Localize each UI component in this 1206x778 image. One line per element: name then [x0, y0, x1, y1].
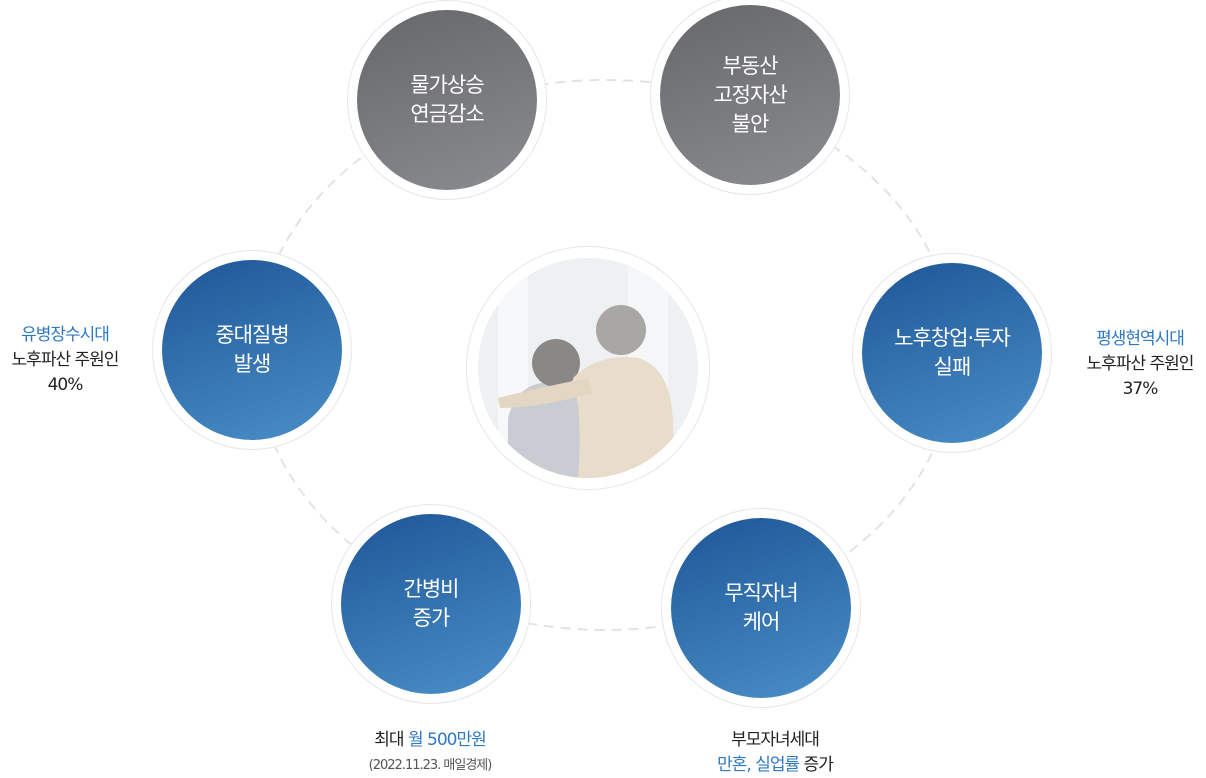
node-label: 간병비 — [403, 577, 460, 601]
node-label: 노후창업·투자 — [894, 326, 1011, 350]
node-label: 물가상승 — [410, 73, 484, 97]
note-source: (2022.11.23. 매일경제) — [368, 758, 493, 773]
elderly-couple-photo — [466, 246, 710, 490]
node-label: 무직자녀 — [724, 581, 798, 605]
node-label: 고정자산 — [713, 82, 787, 107]
node-label: 실패 — [933, 355, 972, 379]
note-text: 부모자녀세대 — [731, 730, 820, 750]
node-label: 부동산 — [722, 53, 779, 78]
node-label: 케어 — [742, 610, 781, 634]
node-label: 증가 — [412, 606, 451, 630]
node-label: 발생 — [233, 352, 272, 376]
note-highlight: 유병장수시대 — [21, 325, 110, 345]
note-highlight: 만혼, 실업률 — [717, 755, 800, 775]
node-label: 불안 — [731, 111, 770, 136]
note-bottom-right: 부모자녀세대 만혼, 실업률 증가 — [680, 728, 870, 778]
note-text: 증가 — [799, 755, 834, 775]
node-label: 연금감소 — [410, 102, 484, 126]
note-percent: 40% — [47, 375, 84, 395]
note-percent: 37% — [1122, 379, 1159, 399]
note-bottom-left: 최대 월 500만원 (2022.11.23. 매일경제) — [330, 728, 530, 778]
note-left: 유병장수시대 노후파산 주원인 40% — [0, 323, 130, 398]
note-text: 노후파산 주원인 — [11, 350, 120, 370]
note-text: 최대 — [374, 730, 408, 750]
node-label: 중대질병 — [215, 323, 289, 347]
note-highlight: 월 500만원 — [407, 730, 487, 750]
note-highlight: 평생현역시대 — [1096, 329, 1185, 349]
note-text: 노후파산 주원인 — [1086, 354, 1195, 374]
note-right: 평생현역시대 노후파산 주원인 37% — [1074, 327, 1206, 402]
